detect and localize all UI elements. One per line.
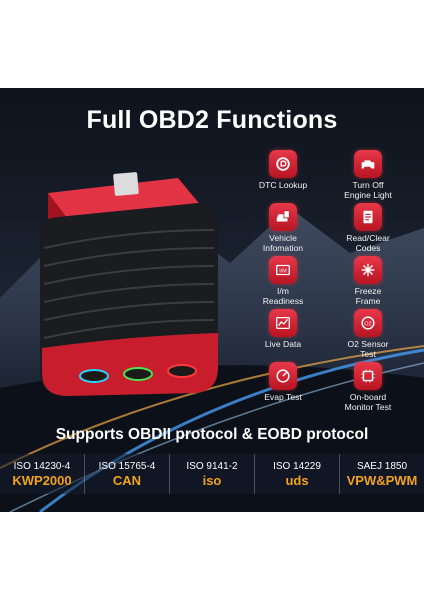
function-evap-test: Evap Test [243, 362, 323, 403]
evap-test-icon [269, 362, 297, 390]
protocol-item: ISO 14229 uds [255, 454, 340, 494]
protocol-bar: ISO 14230-4 KWP2000 ISO 15765-4 CAN ISO … [0, 454, 424, 494]
engine-light-icon [354, 150, 382, 178]
dtc-lookup-icon [269, 150, 297, 178]
function-vehicle-information: Vehicle Infomation [243, 203, 323, 253]
product-banner: Full OBD2 Functions DTC Lookup Turn Off … [0, 88, 424, 512]
read-clear-codes-icon [354, 203, 382, 231]
live-data-icon [269, 309, 297, 337]
support-text: Supports OBDII protocol & EOBD protocol [55, 426, 369, 443]
o2-icon-text: O2 [364, 321, 371, 327]
freeze-frame-icon [354, 256, 382, 284]
function-read-clear-codes: Read/Clear Codes [328, 203, 408, 253]
im-icon-text: I/M [279, 269, 287, 275]
page-title: Full OBD2 Functions [86, 106, 338, 134]
function-o2-sensor-test: O2 O2 Sensor Test [328, 309, 408, 359]
vehicle-info-icon [269, 203, 297, 231]
protocol-item: SAEJ 1850 VPW&PWM [346, 461, 418, 488]
obd2-scanner-device [39, 172, 218, 396]
o2-sensor-icon: O2 [354, 309, 382, 337]
onboard-monitor-icon [354, 362, 382, 390]
protocol-item: ISO 14230-4 KWP2000 [0, 454, 85, 494]
function-im-readiness: I/M I/m Readiness [243, 256, 323, 306]
function-onboard-monitor-test: On-board Monitor Test [328, 362, 408, 412]
im-readiness-icon: I/M [269, 256, 297, 284]
function-dtc-lookup: DTC Lookup [243, 150, 323, 191]
function-turn-off-engine-light: Turn Off Engine Light [328, 150, 408, 200]
function-freeze-frame: Freeze Frame [328, 256, 408, 306]
protocol-item: ISO 9141-2 iso [170, 454, 255, 494]
function-live-data: Live Data [243, 309, 323, 350]
protocol-item: ISO 15765-4 CAN [85, 454, 170, 494]
